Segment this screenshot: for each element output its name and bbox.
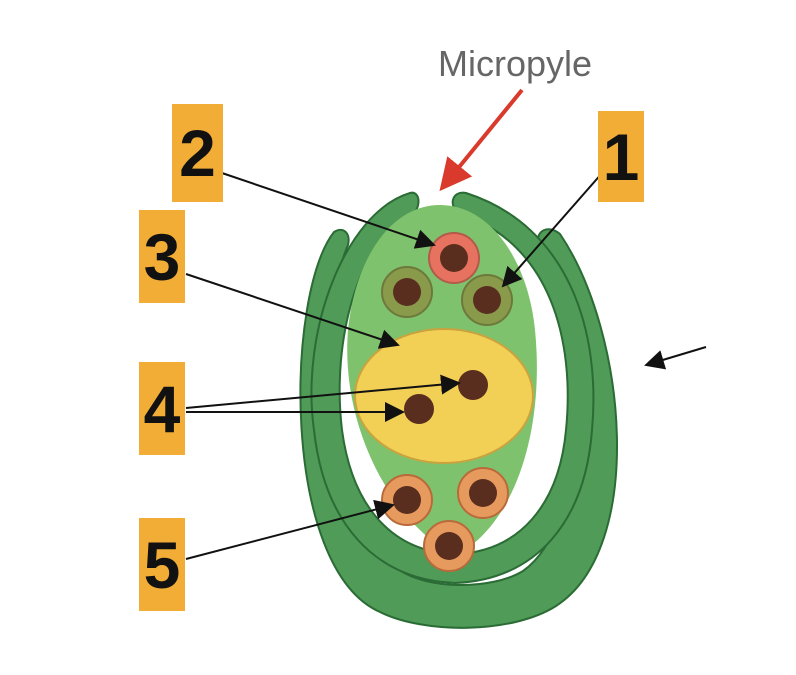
central-cell (354, 328, 534, 464)
egg-cell-nucleus (440, 244, 468, 272)
label-arrow-2 (218, 171, 436, 249)
polar-nucleus (458, 370, 488, 400)
antipodal-nucleus (469, 479, 497, 507)
label-arrow-4a (185, 374, 461, 409)
label-badge-1: 1 (598, 111, 644, 202)
polar-nucleus (404, 394, 434, 424)
label-arrow-1 (501, 171, 604, 288)
micropyle-arrow (439, 88, 524, 192)
label-badge-5: 5 (139, 518, 185, 611)
synergid-nucleus (473, 286, 501, 314)
label-badge-3: 3 (139, 210, 185, 303)
synergid-nucleus (393, 278, 421, 306)
antipodal-nucleus (393, 486, 421, 514)
arrow-icon (644, 346, 707, 370)
label-arrow-3 (185, 273, 400, 349)
label-badge-2: 2 (172, 104, 223, 202)
antipodal-nucleus (435, 532, 463, 560)
label-arrow-5 (185, 499, 395, 560)
label-badge-4: 4 (139, 362, 185, 455)
micropyle-label: Micropyle (438, 43, 593, 84)
